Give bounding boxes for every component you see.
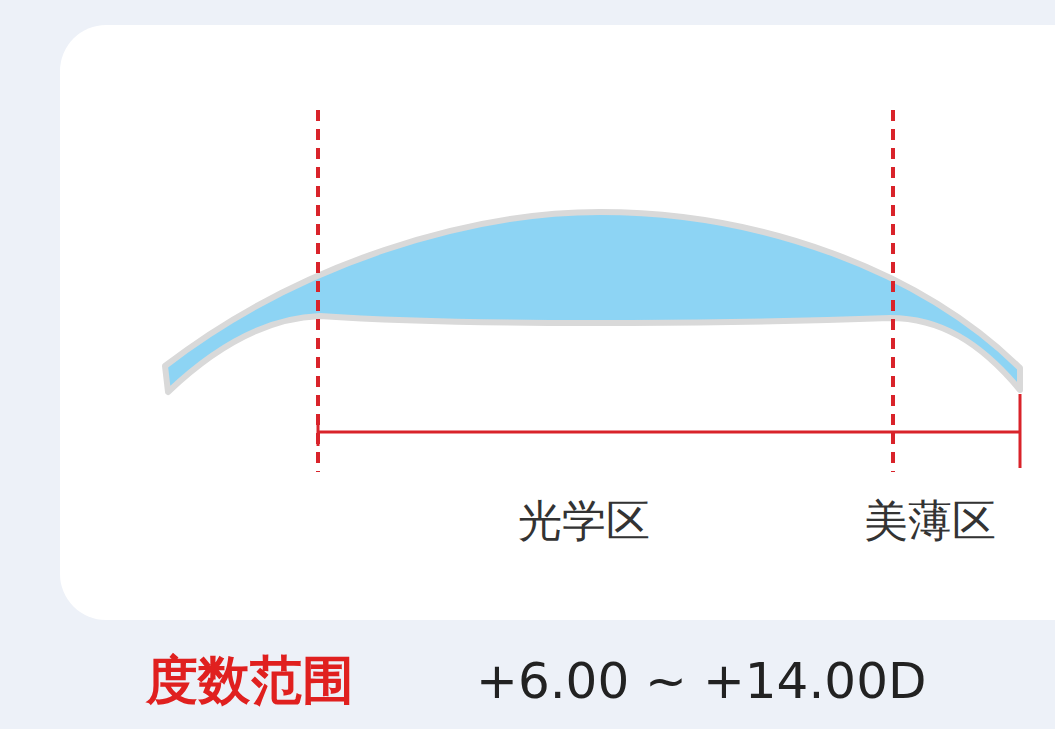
zone-bracket bbox=[318, 431, 1020, 434]
thin-zone-boundary bbox=[891, 110, 895, 472]
range-value: +6.00 ~ +14.00D bbox=[476, 654, 926, 709]
range-heading: 度数范围 bbox=[146, 652, 354, 709]
zone-label: 美薄区 bbox=[864, 497, 996, 545]
optical-zone-boundary bbox=[316, 110, 320, 472]
zone-label: 光学区 bbox=[518, 497, 650, 545]
zone-bracket-start bbox=[317, 418, 320, 446]
zone-bracket-end bbox=[1019, 394, 1022, 468]
